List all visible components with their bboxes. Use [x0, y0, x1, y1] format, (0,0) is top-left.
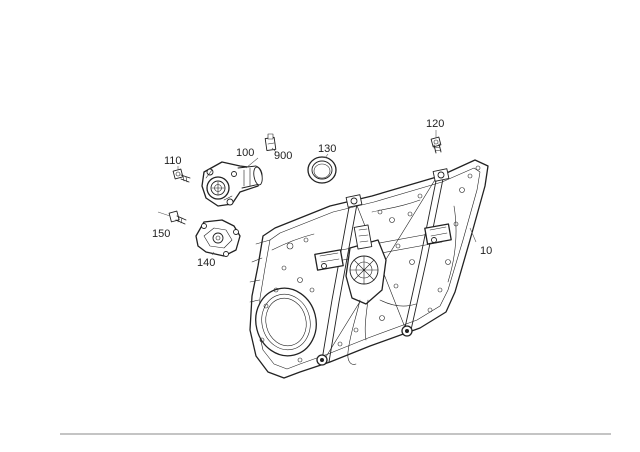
part-110-bolt — [172, 168, 191, 183]
label-part-10: 10 — [480, 245, 492, 257]
part-150-screw — [168, 210, 187, 225]
label-part-100: 100 — [236, 147, 254, 159]
part-100-window-motor — [201, 161, 263, 207]
glass-clamp-left — [314, 249, 344, 271]
leader-lines — [157, 130, 477, 256]
label-part-120: 120 — [426, 118, 444, 130]
part-130-seal-ring — [307, 156, 337, 184]
part-10-window-regulator-panel — [249, 159, 489, 379]
glass-clamp-right — [424, 223, 452, 245]
regulator-drum-assembly — [345, 224, 387, 305]
part-140-bracket — [195, 219, 241, 257]
label-part-900: 900 — [274, 150, 292, 162]
label-part-150: 150 — [152, 228, 170, 240]
part-number-labels: 10 100 110 120 130 140 150 900 — [152, 118, 492, 269]
part-900-connector — [264, 133, 277, 151]
label-part-110: 110 — [164, 155, 182, 167]
label-part-140: 140 — [197, 257, 215, 269]
part-120-bolt — [430, 136, 442, 154]
label-part-130: 130 — [318, 143, 336, 155]
